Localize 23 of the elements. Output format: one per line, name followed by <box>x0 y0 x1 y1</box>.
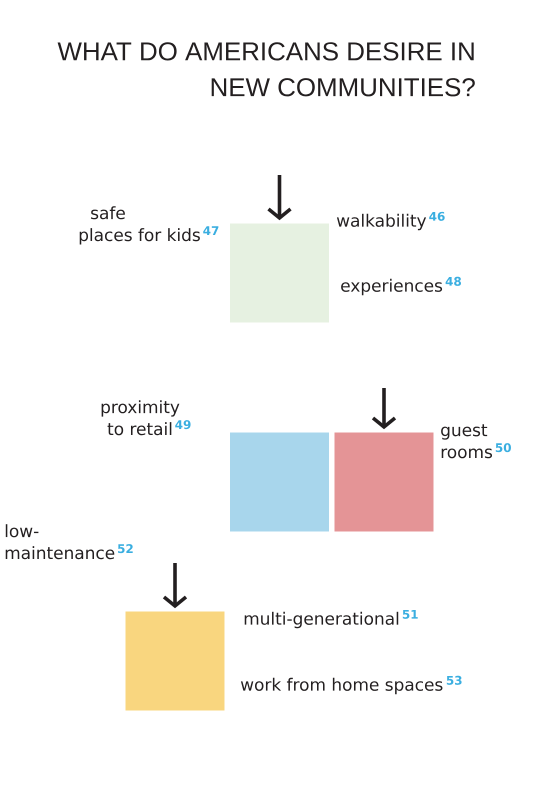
reference-number: 49 <box>175 420 191 430</box>
annotation-text: safe places for kids <box>80 206 200 244</box>
annotation-text: walkability <box>336 214 426 230</box>
arrow <box>162 563 188 608</box>
annotation-text: experiences <box>341 278 442 296</box>
reference-number: 52 <box>118 544 133 554</box>
annotation-text: low-maintenance <box>6 524 114 560</box>
arrow <box>267 175 292 220</box>
reference-number: 50 <box>496 443 511 452</box>
reference-number: 46 <box>429 212 445 221</box>
reference-number: 53 <box>446 676 462 685</box>
square <box>126 612 224 710</box>
reference-number: 51 <box>402 610 418 619</box>
square <box>230 224 329 322</box>
square <box>334 432 434 532</box>
annotation-text: work from home spaces <box>240 678 442 694</box>
square <box>230 432 329 532</box>
reference-number: 48 <box>446 276 461 286</box>
reference-number: 47 <box>203 226 218 235</box>
annotation-text: guest rooms <box>441 424 492 458</box>
annotation-text: multi-generational <box>244 612 398 628</box>
title: WHAT DO AMERICANS DESIRE IN NEW COMMUNITIES? <box>58 42 475 96</box>
arrow <box>372 388 396 430</box>
